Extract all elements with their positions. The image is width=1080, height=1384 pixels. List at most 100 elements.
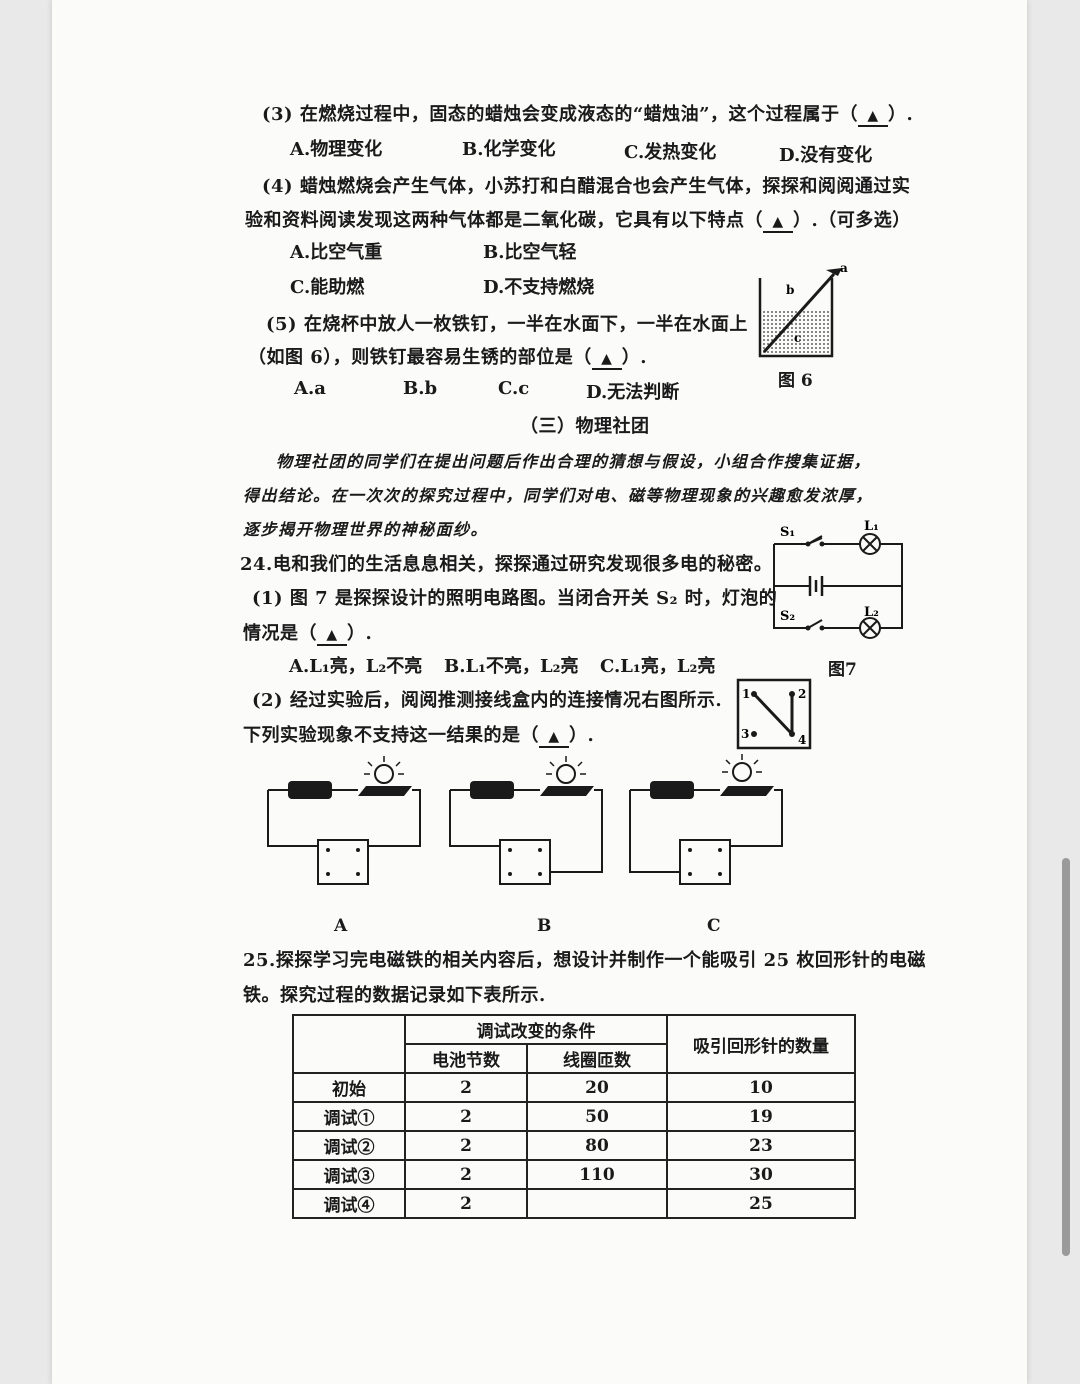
section-intro-line2: 得出结论。在一次次的探究过程中，同学们对电、磁等物理现象的兴趣愈发浓厚，: [243, 486, 874, 505]
q25-line2: 铁。探究过程的数据记录如下表所示.: [243, 985, 546, 1006]
blank-marker: ▲: [326, 627, 338, 643]
q24-part2-line2: 下列实验现象不支持这一结果的是（ ▲ ）.: [243, 721, 594, 748]
q4-option-d: D.不支持燃烧: [483, 277, 595, 298]
figure-7-circuit: S₁ L₁ S₂ L₂: [773, 519, 903, 639]
blank-marker: ▲: [601, 351, 613, 367]
answer-blank: ▲: [591, 347, 622, 370]
nail: [762, 272, 836, 354]
battery-cell: 2: [404, 1159, 528, 1190]
label-c: c: [794, 331, 801, 345]
q3-option-d: D.没有变化: [779, 145, 873, 166]
figure-7-caption: 图7: [828, 660, 857, 680]
q5-line1: (5) 在烧杯中放人一枚铁钉，一半在水面下，一半在水面上: [266, 314, 748, 335]
coil-cell: [526, 1188, 668, 1219]
q3-stem-text: (3) 在燃烧过程中，固态的蜡烛会变成液态的“蜡烛油”，这个过程属于（: [262, 104, 859, 125]
battery-cell: 2: [404, 1101, 528, 1132]
table-group-header: 调试改变的条件: [404, 1014, 668, 1045]
table-row: 调试④ 2 25: [292, 1188, 856, 1219]
table-subheader-row: 电池节数 线圈匝数: [293, 1043, 855, 1074]
q4-line2-end: ）.（可多选）: [793, 210, 911, 231]
q4-option-b: B.比空气轻: [483, 242, 577, 263]
table-row: 调试③ 2 110 30: [292, 1159, 856, 1190]
coil-cell: 20: [526, 1072, 668, 1103]
count-cell: 30: [666, 1159, 856, 1190]
q24-part2-line1: (2) 经过实验后，阅阅推测接线盒内的连接情况右图所示.: [252, 690, 723, 711]
figure-6-beaker: a b c: [758, 261, 848, 358]
count-cell: 25: [666, 1188, 856, 1219]
battery-cell: 2: [404, 1130, 528, 1161]
label-b: b: [786, 283, 794, 297]
q5-option-d: D.无法判断: [586, 382, 680, 403]
q24-option-c: C.L₁亮，L₂亮: [600, 656, 716, 677]
label-l1: L₁: [864, 519, 879, 534]
q5-option-b: B.b: [403, 378, 438, 399]
circuit-b: [449, 756, 603, 885]
battery-cell: 2: [404, 1072, 528, 1103]
answer-blank: ▲: [539, 725, 569, 748]
coil-cell: 50: [526, 1101, 668, 1132]
answer-blank: ▲: [858, 104, 889, 127]
table-header-coil: 线圈匝数: [526, 1043, 668, 1074]
row-label: 调试③: [292, 1159, 406, 1190]
scrollbar[interactable]: [1062, 858, 1070, 1256]
row-label: 调试④: [292, 1188, 406, 1219]
q24-option-a: A.L₁亮，L₂不亮: [289, 656, 423, 677]
q24-part1-line2: 情况是（▲）.: [243, 619, 372, 646]
q4-option-c: C.能助燃: [290, 277, 365, 298]
count-cell: 23: [666, 1130, 856, 1161]
circuit-c: [629, 754, 783, 885]
battery-cell: 2: [404, 1188, 528, 1219]
q3-stem: (3) 在燃烧过程中，固态的蜡烛会变成液态的“蜡烛油”，这个过程属于（▲）.: [262, 100, 913, 127]
box-label-1: 1: [742, 687, 750, 701]
blank-marker: ▲: [772, 214, 784, 230]
label-s1: S₁: [780, 525, 795, 540]
circuit-b-label: B: [537, 916, 552, 936]
data-table: 调试改变的条件 吸引回形针的数量 电池节数 线圈匝数 初始 2 20 10 调试…: [292, 1014, 856, 1219]
label-a: a: [840, 261, 848, 275]
count-cell: 10: [666, 1072, 856, 1103]
q5-option-a: A.a: [294, 378, 326, 399]
table-row: 调试① 2 50 19: [292, 1101, 856, 1132]
answer-blank: ▲: [317, 623, 347, 646]
coil-cell: 110: [526, 1159, 668, 1190]
table-row: 初始 2 20 10: [292, 1072, 856, 1103]
q4-line2: 验和资料阅读发现这两种气体都是二氧化碳，它具有以下特点（ ▲ ）.（可多选）: [245, 206, 911, 233]
figure-6-caption: 图 6: [778, 371, 813, 391]
q24-part2-line2-text: 下列实验现象不支持这一结果的是（: [243, 725, 539, 746]
blank-marker: ▲: [867, 108, 879, 124]
q24-part2-line2-end: ）.: [569, 725, 595, 746]
q4-line2-text: 验和资料阅读发现这两种气体都是二氧化碳，它具有以下特点（: [245, 210, 763, 231]
circuit-a-label: A: [334, 916, 348, 936]
q24-option-b: B.L₁不亮，L₂亮: [444, 656, 579, 677]
q5-line2: （如图 6），则铁钉最容易生锈的部位是（ ▲ ）.: [248, 343, 647, 370]
label-s2: S₂: [780, 609, 795, 624]
q4-line1: (4) 蜡烛燃烧会产生气体，小苏打和白醋混合也会产生气体，探探和阅阅通过实: [262, 176, 911, 197]
nail-head: [826, 268, 842, 276]
table-corner-cell: [292, 1014, 406, 1074]
label-l2: L₂: [864, 605, 879, 620]
box-label-3: 3: [741, 727, 749, 741]
circuit-a: [267, 756, 421, 885]
q24-part1-line1: (1) 图 7 是探探设计的照明电路图。当闭合开关 S₂ 时，灯泡的: [252, 588, 778, 609]
count-cell: 19: [666, 1101, 856, 1132]
q24-part1-line2-end: ）.: [347, 623, 373, 644]
section-intro-line1: 物理社团的同学们在提出问题后作出合理的猜想与假设，小组合作搜集证据，: [276, 452, 872, 471]
section-title: （三）物理社团: [520, 416, 650, 437]
q3-option-b: B.化学变化: [462, 139, 556, 160]
section-intro-line3: 逐步揭开物理世界的神秘面纱。: [243, 520, 489, 539]
q5-line2-end: ）.: [621, 347, 648, 368]
beaker-outline: [758, 278, 834, 358]
q5-option-c: C.c: [498, 378, 530, 399]
blank-marker: ▲: [548, 729, 560, 745]
q25-line1: 25.探探学习完电磁铁的相关内容后，想设计并制作一个能吸引 25 枚回形针的电磁: [243, 950, 926, 971]
q5-line2-text: （如图 6），则铁钉最容易生锈的部位是（: [248, 347, 592, 368]
coil-cell: 80: [526, 1130, 668, 1161]
row-label: 初始: [292, 1072, 406, 1103]
q4-option-a: A.比空气重: [290, 242, 383, 263]
table-header-battery: 电池节数: [404, 1043, 528, 1074]
table-header-count: 吸引回形针的数量: [666, 1014, 856, 1074]
answer-blank: ▲: [763, 210, 793, 233]
q24-stem: 24.电和我们的生活息息相关，探探通过研究发现很多电的秘密。: [240, 554, 773, 575]
q3-option-c: C.发热变化: [624, 142, 717, 163]
table-header-row: 调试改变的条件 吸引回形针的数量: [292, 1014, 856, 1074]
